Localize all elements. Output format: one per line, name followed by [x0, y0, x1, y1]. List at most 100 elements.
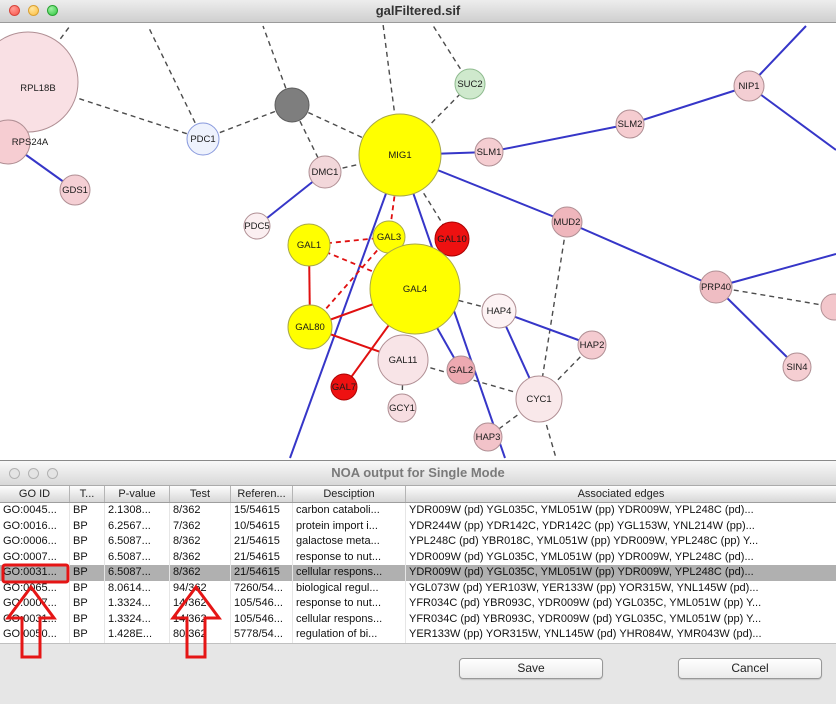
zoom-button-inactive[interactable] [47, 468, 58, 479]
edge-MUD2-CYC1[interactable] [539, 222, 567, 399]
cell-4-2: 6.5087... [105, 565, 170, 581]
column-header-referen-[interactable]: Referen... [231, 486, 293, 502]
node-label-PDC5: PDC5 [244, 221, 269, 232]
node-label-GAL3: GAL3 [377, 232, 401, 243]
cell-1-3: 7/362 [170, 519, 231, 535]
cell-5-2: 8.0614... [105, 581, 170, 597]
node-label-DMC1: DMC1 [312, 167, 339, 178]
edge-SLM2-NIP1[interactable] [630, 86, 749, 124]
node-label-SIN4: SIN4 [786, 362, 807, 373]
cancel-button[interactable]: Cancel [678, 658, 822, 679]
cell-0-3: 8/362 [170, 503, 231, 519]
zoom-button[interactable] [47, 5, 58, 16]
node-label-MUD2: MUD2 [554, 217, 581, 228]
cell-4-5: cellular respons... [293, 565, 406, 581]
node-label-RPL18B: RPL18B [20, 83, 55, 94]
cell-7-4: 105/546... [231, 612, 293, 628]
close-button[interactable] [9, 5, 20, 16]
table-row-2[interactable]: GO:0006...BP6.5087...8/36221/54615galact… [0, 534, 836, 550]
save-button[interactable]: Save [459, 658, 603, 679]
cell-1-0: GO:0016... [0, 519, 70, 535]
network-window-titlebar[interactable]: galFiltered.sif [0, 0, 836, 23]
node-label-GCY1: GCY1 [389, 403, 415, 414]
cell-0-5: carbon cataboli... [293, 503, 406, 519]
cell-5-4: 7260/54... [231, 581, 293, 597]
cell-3-0: GO:0007... [0, 550, 70, 566]
cell-7-5: cellular respons... [293, 612, 406, 628]
cell-6-1: BP [70, 596, 105, 612]
cell-6-3: 14/362 [170, 596, 231, 612]
table-header: GO IDT...P-valueTestReferen...Desciption… [0, 486, 836, 503]
node-label-GDS1: GDS1 [62, 185, 88, 196]
cell-1-1: BP [70, 519, 105, 535]
cell-6-6: YFR034C (pd) YBR093C, YDR009W (pd) YGL03… [406, 596, 836, 612]
cell-1-2: 6.2567... [105, 519, 170, 535]
edge-PRP40-836,254[interactable] [716, 254, 836, 287]
cell-5-5: biological regul... [293, 581, 406, 597]
cell-3-6: YDR009W (pd) YGL035C, YML051W (pp) YDR00… [406, 550, 836, 566]
cell-4-1: BP [70, 565, 105, 581]
table-row-8[interactable]: GO:0050...BP1.428E...80/3625778/54...reg… [0, 627, 836, 643]
cell-0-4: 15/54615 [231, 503, 293, 519]
edge-MUD2-PRP40[interactable] [567, 222, 716, 287]
column-header-associated-edges[interactable]: Associated edges [406, 486, 836, 502]
cell-3-1: BP [70, 550, 105, 566]
cell-2-3: 8/362 [170, 534, 231, 550]
cell-1-6: YDR244W (pp) YDR142C, YDR142C (pp) YGL15… [406, 519, 836, 535]
edge-NIP1-836,150[interactable] [749, 86, 836, 150]
node-label-SLM1: SLM1 [477, 147, 502, 158]
cell-8-0: GO:0050... [0, 627, 70, 643]
cell-6-2: 1.3324... [105, 596, 170, 612]
cell-3-2: 6.5087... [105, 550, 170, 566]
node-label-SLM2: SLM2 [618, 119, 643, 130]
cell-4-3: 8/362 [170, 565, 231, 581]
cell-2-1: BP [70, 534, 105, 550]
cell-8-5: regulation of bi... [293, 627, 406, 643]
cell-2-0: GO:0006... [0, 534, 70, 550]
node-RPL18B[interactable] [0, 32, 78, 132]
table-row-5[interactable]: GO:0065...BP8.0614...94/3627260/54...bio… [0, 581, 836, 597]
edge-PDC1-148,26[interactable] [148, 26, 203, 139]
edge-PRP40-SIN4[interactable] [716, 287, 797, 367]
table-row-4[interactable]: GO:0031...BP6.5087...8/36221/54615cellul… [0, 565, 836, 581]
noa-window-titlebar[interactable]: NOA output for Single Mode [0, 460, 836, 486]
cell-8-2: 1.428E... [105, 627, 170, 643]
cell-8-3: 80/362 [170, 627, 231, 643]
node-GRAY1[interactable] [275, 88, 309, 122]
cell-5-1: BP [70, 581, 105, 597]
node-label-RPS24A: RPS24A [12, 137, 49, 148]
cell-0-1: BP [70, 503, 105, 519]
cell-8-6: YER133W (pp) YOR315W, YNL145W (pd) YHR08… [406, 627, 836, 643]
minimize-button[interactable] [28, 5, 39, 16]
cell-4-6: YDR009W (pd) YGL035C, YML051W (pp) YDR00… [406, 565, 836, 581]
table-body: GO:0045...BP2.1308...8/36215/54615carbon… [0, 503, 836, 643]
cell-1-4: 10/54615 [231, 519, 293, 535]
node-label-HAP2: HAP2 [580, 340, 605, 351]
edge-SLM1-SLM2[interactable] [489, 124, 630, 152]
column-header-go-id[interactable]: GO ID [0, 486, 70, 502]
node-label-GAL2: GAL2 [449, 365, 473, 376]
table-row-0[interactable]: GO:0045...BP2.1308...8/36215/54615carbon… [0, 503, 836, 519]
column-header-t-[interactable]: T... [70, 486, 105, 502]
column-header-desciption[interactable]: Desciption [293, 486, 406, 502]
cell-5-3: 94/362 [170, 581, 231, 597]
cell-3-5: response to nut... [293, 550, 406, 566]
window-title: NOA output for Single Mode [0, 461, 836, 485]
node-MSN[interactable] [821, 294, 836, 320]
network-canvas[interactable]: RPL18BRPS24APDC1GDS1DMC1MIG1SUC2SLM1SLM2… [0, 22, 836, 460]
node-label-GAL7: GAL7 [332, 382, 356, 393]
table-row-1[interactable]: GO:0016...BP6.2567...7/36210/54615protei… [0, 519, 836, 535]
table-row-7[interactable]: GO:0031...BP1.3324...14/362105/546...cel… [0, 612, 836, 628]
minimize-button-inactive[interactable] [28, 468, 39, 479]
column-header-test[interactable]: Test [170, 486, 231, 502]
node-label-PRP40: PRP40 [701, 282, 731, 293]
cell-1-5: protein import i... [293, 519, 406, 535]
node-label-CYC1: CYC1 [526, 394, 551, 405]
noa-output-window: NOA output for Single Mode GO IDT...P-va… [0, 460, 836, 704]
node-label-GAL4: GAL4 [403, 284, 427, 295]
close-button-inactive[interactable] [9, 468, 20, 479]
table-row-6[interactable]: GO:0007...BP1.3324...14/362105/546...res… [0, 596, 836, 612]
column-header-p-value[interactable]: P-value [105, 486, 170, 502]
node-label-GAL10: GAL10 [437, 234, 467, 245]
table-row-3[interactable]: GO:0007...BP6.5087...8/36221/54615respon… [0, 550, 836, 566]
